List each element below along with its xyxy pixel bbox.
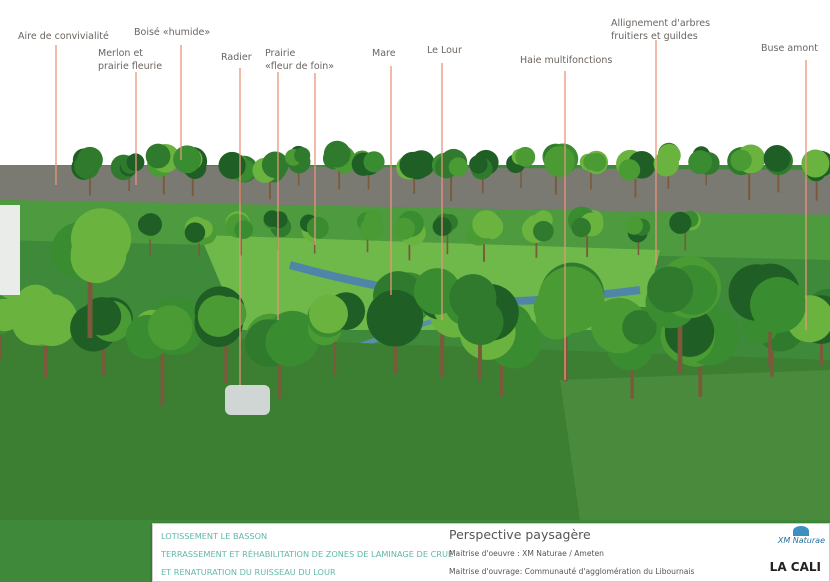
tree-canopy — [622, 310, 657, 345]
project-line-1: LOTISSEMENT LE BASSON — [161, 531, 268, 541]
project-line-2: TERRASSEMENT ET RÉHABILITATION DE ZONES … — [161, 549, 454, 559]
tree-canopy — [70, 208, 132, 269]
tree-canopy — [363, 151, 385, 173]
tree-canopy — [270, 211, 288, 229]
label-le-lour: Le Lour — [427, 45, 462, 56]
tree-canopy — [77, 146, 103, 173]
label-prairie: Prairie«fleur de foin» — [265, 48, 335, 72]
tree-canopy — [533, 220, 554, 242]
tree-canopy — [624, 216, 643, 235]
tree-canopy — [515, 146, 536, 167]
title-block: LOTISSEMENT LE BASSON TERRASSEMENT ET RÉ… — [152, 523, 830, 582]
tree-canopy — [543, 145, 575, 177]
tree-canopy — [366, 289, 424, 347]
tree-canopy — [308, 294, 348, 334]
tree-canopy — [392, 217, 415, 240]
houses — [0, 205, 20, 295]
tree-canopy — [145, 143, 171, 169]
label-haie: Haie multifonctions — [520, 55, 613, 66]
tree-canopy — [618, 159, 641, 181]
tree-canopy — [657, 143, 681, 167]
tree-canopy — [399, 151, 426, 179]
tree-canopy — [147, 305, 193, 351]
tree-canopy — [457, 299, 504, 345]
leader-lines — [55, 40, 807, 395]
label-boise: Boisé «humide» — [134, 27, 211, 38]
tree-canopy — [265, 318, 314, 367]
label-aire: Aire de convivialité — [18, 31, 109, 42]
tree-canopy — [537, 266, 605, 333]
tree-canopy — [472, 210, 501, 239]
tree-canopy — [688, 150, 713, 175]
vineyard — [560, 370, 830, 520]
tree-canopy — [184, 222, 206, 243]
la-cali-logo: LA CALI — [769, 560, 821, 574]
tree-canopy — [11, 298, 59, 346]
project-line-3: ET RENATURATION DU RUISSEAU DU LOUR — [161, 567, 336, 577]
maitrise-ouvrage: Maitrise d'ouvrage: Communauté d'agglomé… — [449, 567, 695, 576]
label-buse: Buse amont — [761, 43, 818, 54]
maitrise-oeuvre: Maitrise d'oeuvre : XM Naturae / Ameten — [449, 549, 604, 558]
tree-canopy — [801, 149, 830, 178]
tree-canopy — [571, 217, 591, 238]
tree-canopy — [306, 216, 329, 239]
tree-canopy — [294, 147, 311, 164]
tree-canopy — [469, 155, 488, 174]
label-radier: Radier — [221, 52, 252, 63]
tree-canopy — [323, 140, 351, 168]
tree-canopy — [212, 296, 247, 331]
tree-canopy — [647, 266, 694, 313]
panel-title: Perspective paysagère — [449, 527, 591, 542]
tree-canopy — [139, 213, 162, 236]
xm-naturae-logo: XM Naturae — [778, 526, 825, 545]
tree-canopy — [669, 211, 692, 234]
tree-canopy — [218, 151, 246, 180]
trees — [0, 140, 830, 406]
tree-canopy — [261, 151, 289, 179]
tree-canopy — [583, 153, 600, 171]
tree-canopy — [763, 144, 791, 172]
radier-stones — [225, 385, 270, 415]
tree-canopy — [360, 217, 384, 241]
tree-canopy — [730, 149, 752, 172]
tree-canopy — [234, 220, 254, 240]
label-mare: Mare — [372, 48, 396, 59]
tree-canopy — [750, 276, 806, 333]
tree-canopy — [173, 145, 202, 174]
tree-canopy — [448, 157, 468, 177]
